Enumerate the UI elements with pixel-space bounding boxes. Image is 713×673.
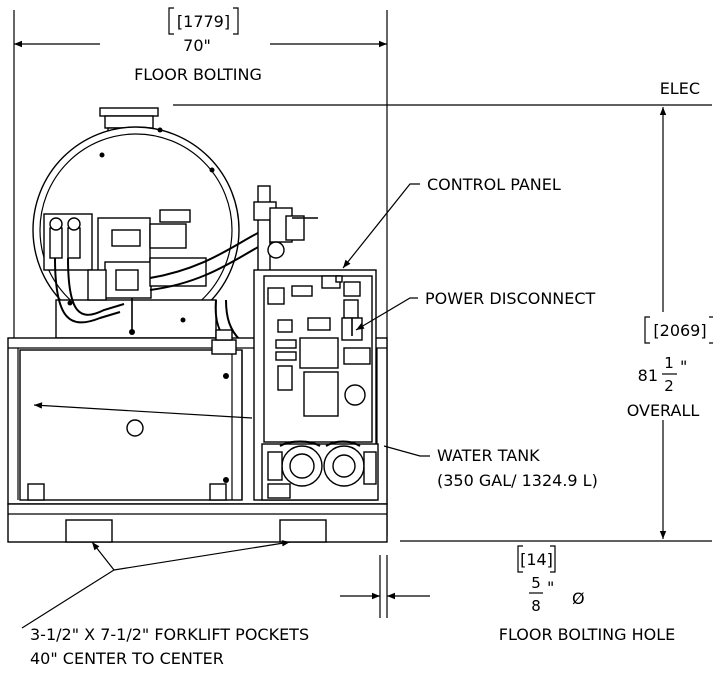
- floor-bolting-label: FLOOR BOLTING: [134, 65, 262, 84]
- forklift-pocket-right: [279, 519, 327, 543]
- bracket-left: [168, 7, 174, 35]
- power-disconnect-label: POWER DISCONNECT: [425, 289, 596, 308]
- hole-bracket-left: [517, 545, 523, 573]
- hole-diameter-symbol: Ø: [572, 589, 585, 608]
- hole-mm: [14]: [520, 550, 553, 569]
- overall-bracket-left: [644, 316, 650, 344]
- control-panel-label: CONTROL PANEL: [427, 175, 561, 194]
- overall-unit: ": [680, 357, 687, 376]
- gas-train: [253, 185, 318, 273]
- base-rail: [7, 503, 388, 543]
- hole-unit: ": [547, 578, 554, 597]
- water-tank-label: WATER TANK: [437, 446, 540, 465]
- callout-water-tank: WATER TANK (350 GAL/ 1324.9 L): [33, 402, 598, 490]
- floor-bolting-mm: [1779]: [177, 12, 230, 31]
- overall-numerator: 1: [664, 354, 674, 372]
- hole-dimension: [14] 5 8 " Ø FLOOR BOLTING HOLE: [340, 545, 676, 644]
- hole-bracket-right: [550, 545, 556, 573]
- pump-assembly: [261, 440, 379, 501]
- elec-label: ELEC: [660, 79, 700, 98]
- bracket-right: [233, 7, 239, 35]
- water-tank-capacity: (350 GAL/ 1324.9 L): [437, 471, 598, 490]
- overall-whole: 81: [638, 366, 658, 385]
- callout-control-panel: CONTROL PANEL: [342, 175, 561, 269]
- overall-mm: [2069]: [653, 321, 706, 340]
- overall-height-dimension: ELEC [2069] 81 1 2 " OVERALL: [173, 79, 713, 542]
- forklift-pockets-label: 3-1/2" X 7-1/2" FORKLIFT POCKETS: [30, 625, 309, 644]
- callout-forklift-pockets: 3-1/2" X 7-1/2" FORKLIFT POCKETS 40" CEN…: [21, 540, 309, 668]
- floor-bolting-inches: 70": [183, 36, 211, 55]
- forklift-center-label: 40" CENTER TO CENTER: [30, 649, 224, 668]
- hole-numerator: 5: [531, 574, 541, 592]
- forklift-pocket-left: [65, 519, 113, 543]
- overall-bracket-right: [709, 316, 713, 344]
- burner-controls: [43, 209, 207, 335]
- water-tank: [19, 329, 243, 501]
- hole-denominator: 8: [531, 597, 541, 615]
- overall-denominator: 2: [664, 377, 674, 395]
- callout-power-disconnect: POWER DISCONNECT: [355, 289, 596, 331]
- hole-label: FLOOR BOLTING HOLE: [499, 625, 676, 644]
- machine: [7, 107, 388, 543]
- overall-label: OVERALL: [627, 401, 700, 420]
